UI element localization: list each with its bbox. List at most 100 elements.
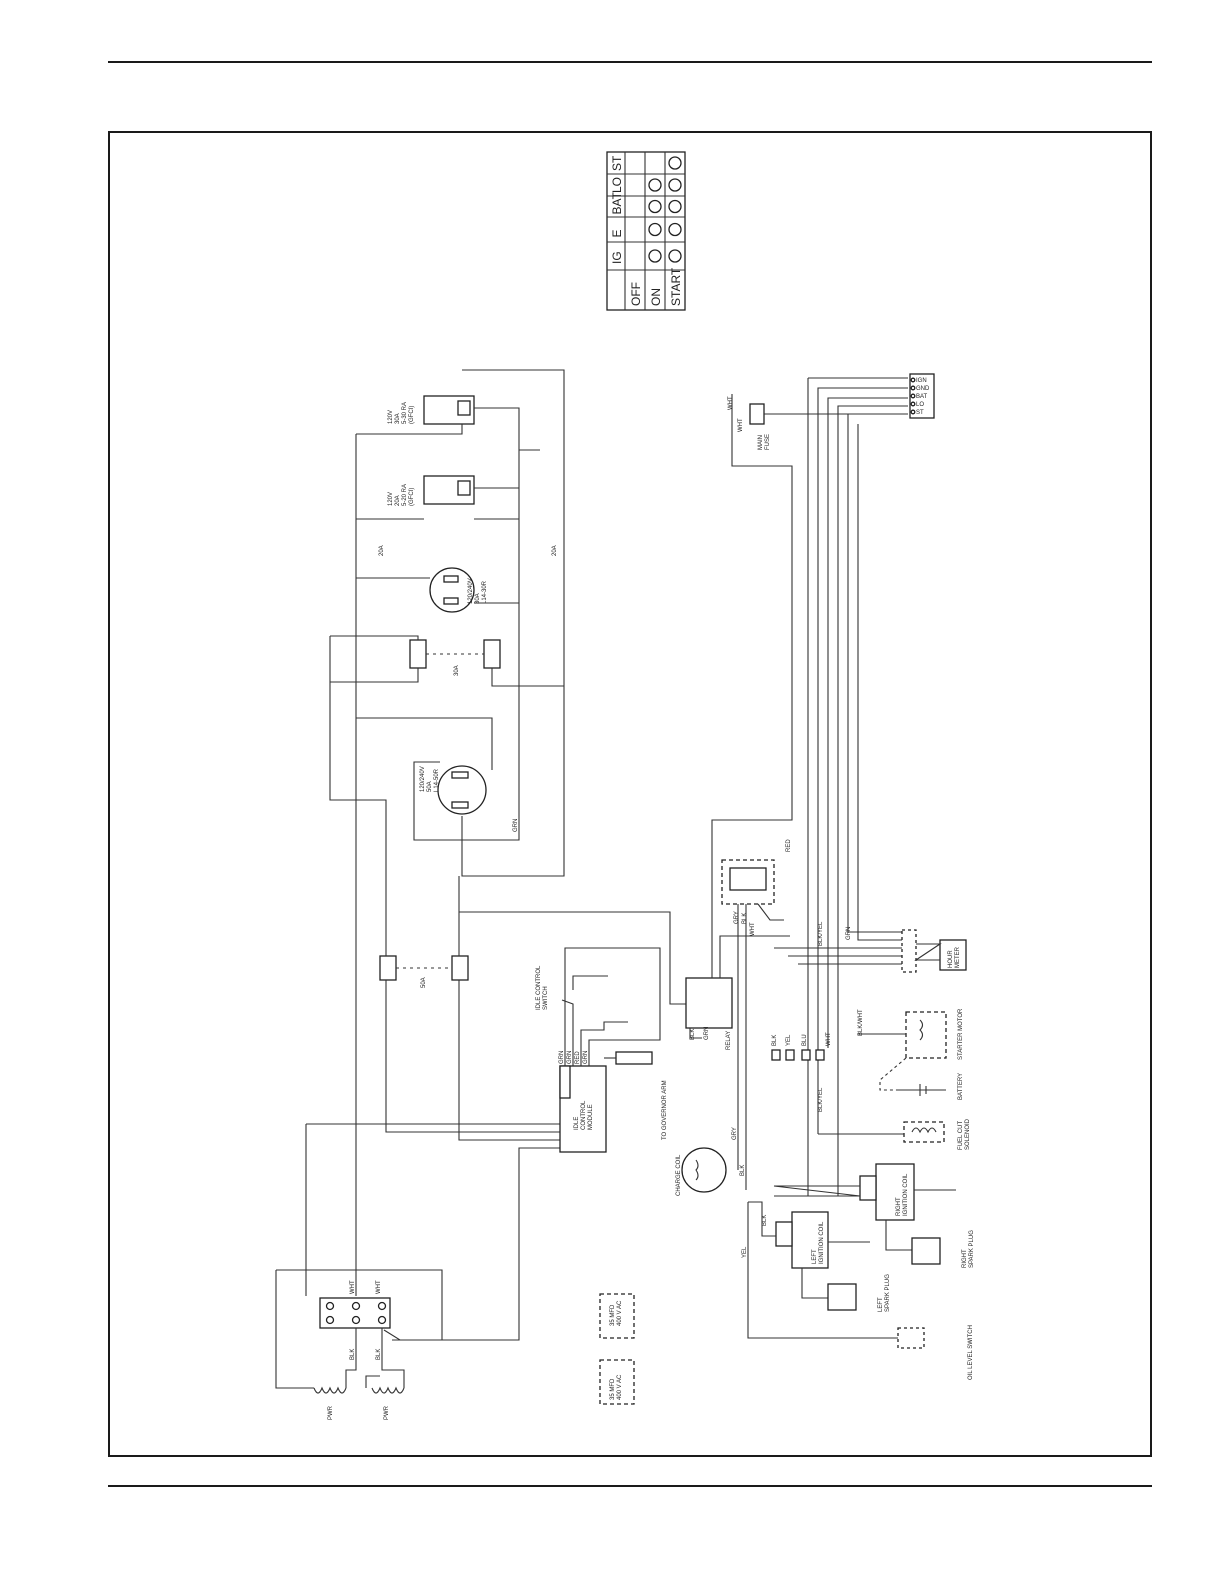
switch-col-bat: BAT [610, 191, 624, 214]
regulator-red: RED [786, 839, 792, 852]
pwr-winding-1: PWR [313, 1386, 347, 1420]
conn-blk: BLK [772, 1035, 778, 1046]
battery: BATTERY [879, 1057, 964, 1100]
capacitor-2: 35 MFD400 V AC [599, 1359, 635, 1405]
capacitor-1: 35 MFD400 V AC [599, 1293, 635, 1339]
outlet-20a-gfci-label: 120V20A5-20 RA(GFCI) [388, 484, 415, 506]
switch-contact [668, 222, 682, 237]
switch-contact [668, 178, 682, 192]
conn-wht: WHT [826, 1032, 832, 1046]
idle-switch-label: IDLE CONTROLSWITCH [536, 965, 549, 1010]
left-ignition-coil: LEFTIGNITION COIL BLK [748, 1201, 870, 1299]
regulator-wht: WHT [750, 922, 756, 936]
harness-grn: GRN [846, 927, 852, 940]
outlet-30a-gfci-label: 120V30A5-30 RA(GFCI) [388, 402, 415, 424]
left-coil-label: LEFTIGNITION COIL [812, 1221, 825, 1264]
ign-terminal-ign: IGN [916, 378, 927, 384]
regulator: GRY BLK WHT RED [721, 839, 792, 1190]
terminal-wht-1: WHT [350, 1280, 356, 1294]
ign-terminal-gnd: GND [916, 386, 930, 392]
pwr-2-label: PWR [384, 1405, 390, 1420]
fuel-cut-solenoid: FUEL CUTSOLENOID [818, 1118, 971, 1150]
capacitor-2-label: 35 MFD400 V AC [610, 1374, 623, 1400]
fuse-wht-1: WHT [728, 396, 734, 410]
terminal-block: WHT WHT BLK BLK [275, 1269, 443, 1389]
charge-blk: BLK [740, 1165, 746, 1176]
terminal-blk-2: BLK [376, 1349, 382, 1360]
conn-yel: YEL [786, 1034, 792, 1046]
regulator-blk: BLK [742, 913, 748, 924]
relay-grn: GRN [704, 1027, 710, 1040]
left-spark-label: LEFTSPARK PLUG [878, 1274, 891, 1312]
right-coil-label: RIGHTIGNITION COIL [896, 1173, 909, 1216]
left-coil-blk: BLK [762, 1215, 768, 1226]
conn-blk-yel: BLK/YEL [818, 1087, 824, 1112]
relay-label: RELAY [726, 1031, 732, 1050]
outlet-l14-50: 120/240V50AL14-50R [420, 765, 487, 815]
switch-contact [668, 156, 682, 170]
oil-level-switch: YEL OIL LEVEL SWITCH [742, 1202, 974, 1380]
yel-wire-label: YEL [742, 1246, 748, 1258]
switch-contact [648, 199, 662, 214]
outlet-l14-50-label: 120/240V50AL14-50R [420, 766, 440, 792]
breaker-20a-left: 20A [379, 545, 385, 556]
switch-contact [648, 178, 662, 192]
conn-blu: BLU [802, 1034, 808, 1046]
hour-meter-label: HOURMETER [948, 946, 961, 968]
switch-row-off: OFF [629, 282, 643, 306]
charge-coil-label: CHARGE COIL [676, 1154, 682, 1196]
breaker-50a: 50A [379, 955, 469, 988]
charge-gry: GRY [732, 1127, 738, 1140]
module-pin-1: GRN [559, 1051, 565, 1064]
starter-motor: STARTER MOTOR BLK/WHT [858, 1008, 964, 1060]
oil-switch-label: OIL LEVEL SWITCH [968, 1325, 974, 1380]
module-pin-2: GRN [567, 1051, 573, 1064]
breaker-20a-right: 20A [552, 545, 558, 556]
switch-row-start: START [669, 267, 683, 306]
diagram-frame [108, 131, 1152, 1457]
governor-solenoid: TO GOVERNOR ARM [604, 1051, 668, 1140]
ign-terminal-dot [910, 377, 916, 383]
outlet-20a-gfci: 120V20A5-20 RA(GFCI) [388, 475, 475, 506]
idle-control-module: IDLECONTROLMODULE GRN GRN RED GRN IDLE C… [536, 947, 661, 1153]
relay: RELAY BLK GRN [685, 808, 793, 1050]
right-ignition-coil: RIGHTIGNITION COIL [773, 1163, 956, 1251]
outlet-l14-30: 120/240V30AL14-30R [429, 567, 488, 613]
charge-coil: CHARGE COIL GRY BLK [676, 1127, 746, 1196]
terminal-blk-1: BLK [350, 1349, 356, 1360]
breaker-50a-label: 50A [421, 977, 427, 988]
switch-row-on: ON [649, 288, 663, 306]
breaker-30a-label: 30A [454, 665, 460, 676]
wire-grn-label: GRN [513, 819, 519, 832]
outlet-30a-gfci: 120V30A5-30 RA(GFCI) [388, 395, 475, 425]
idle-module-label: IDLECONTROLMODULE [574, 1100, 594, 1130]
switch-col-e: E [610, 229, 624, 237]
switch-contact [648, 249, 662, 263]
module-pin-3: RED [575, 1051, 581, 1064]
switch-contact [648, 222, 662, 237]
ign-terminal-dot [910, 409, 916, 415]
governor-label: TO GOVERNOR ARM [662, 1080, 668, 1140]
capacitor-1-label: 35 MFD400 V AC [610, 1300, 623, 1326]
terminal-wht-2: WHT [376, 1280, 382, 1294]
breaker-30a: 30A [409, 639, 501, 676]
pwr-1-label: PWR [328, 1405, 334, 1420]
right-spark-label: RIGHTSPARK PLUG [962, 1230, 975, 1268]
fuse-wht-2: WHT [738, 418, 744, 432]
ign-terminal-bat: BAT [916, 394, 928, 400]
switch-col-st: ST [610, 155, 624, 171]
ign-terminal-st: ST [916, 410, 924, 416]
main-fuse: MAINFUSE WHT WHT [728, 396, 771, 450]
starter-label: STARTER MOTOR [958, 1008, 964, 1060]
hour-meter: HOURMETER [901, 929, 967, 973]
harness-blk-yel: BLK/YEL [818, 921, 824, 946]
left-spark-plug: LEFTSPARK PLUG [827, 1274, 891, 1312]
module-pin-4: GRN [583, 1051, 589, 1064]
top-rule [108, 61, 1152, 63]
pwr-winding-2: PWR [371, 1386, 405, 1420]
regulator-gry: GRY [734, 911, 740, 924]
switch-col-lo: LO [610, 177, 624, 193]
